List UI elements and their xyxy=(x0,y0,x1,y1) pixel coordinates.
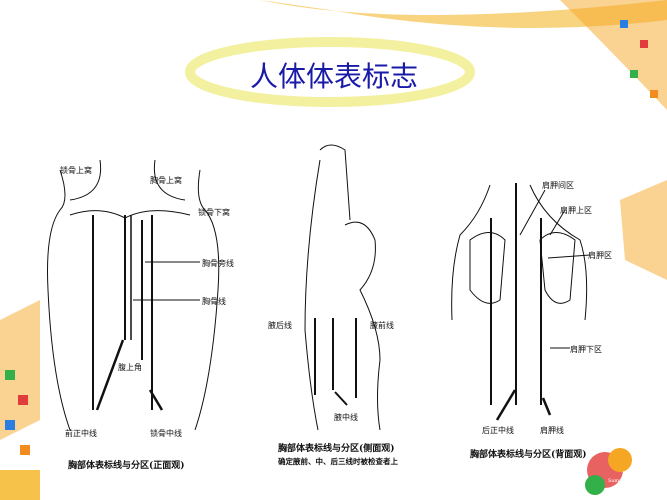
label-midclavicular-line: 锁骨中线 xyxy=(150,429,182,438)
caption-side-view: 胸部体表标线与分区(侧面观) xyxy=(278,444,395,454)
caption-front-view: 胸部体表标线与分区(正面观) xyxy=(68,461,185,471)
logo-text: Sample TEXT xyxy=(608,478,643,484)
label-scapular-region: 肩胛区 xyxy=(588,251,612,260)
caption-side-note: 确定腋前、中、后三线时被检查者上 xyxy=(278,457,398,466)
label-infraclavicular-fossa: 锁骨下窝 xyxy=(198,208,230,217)
logo-graphic xyxy=(585,448,632,495)
label-suprascapular-region: 肩胛上区 xyxy=(560,206,592,215)
front-view-diagram xyxy=(47,159,220,431)
label-infrascapular-region: 肩胛下区 xyxy=(570,345,602,354)
label-anterior-axillary-line: 腋前线 xyxy=(370,321,394,330)
label-sternal-line: 胸骨线 xyxy=(202,297,226,306)
left-decoration xyxy=(0,300,40,500)
label-scapular-line: 肩胛线 xyxy=(540,426,564,435)
label-posterior-midline: 后正中线 xyxy=(482,426,514,435)
label-interscapular-region: 肩胛间区 xyxy=(542,181,574,190)
right-decoration xyxy=(620,180,667,280)
caption-back-view: 胸部体表标线与分区(背面观) xyxy=(470,450,587,460)
label-supraclavicular-fossa: 锁骨上窝 xyxy=(60,166,92,175)
page-title: 人体体表标志 xyxy=(250,60,419,93)
label-posterior-axillary-line: 腋后线 xyxy=(268,321,292,330)
label-anterior-midline: 前正中线 xyxy=(65,429,97,438)
back-view-diagram xyxy=(451,183,591,421)
top-banner-decoration xyxy=(260,0,667,110)
label-infrasternal-angle: 腹上角 xyxy=(118,363,142,372)
title-cloud xyxy=(185,37,475,107)
label-midaxillary-line: 腋中线 xyxy=(334,413,358,422)
label-suprasternal-fossa: 胸骨上窝 xyxy=(150,176,182,185)
side-view-diagram xyxy=(304,144,381,431)
label-parasternal-line: 胸骨旁线 xyxy=(202,259,234,268)
